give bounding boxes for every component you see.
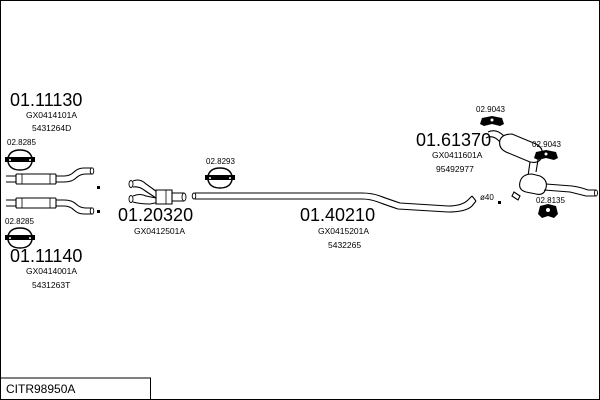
part-p5-number: 01.61370: [416, 130, 491, 150]
part-p2-ref1: GX0414001A: [26, 266, 77, 276]
intermediate-pipe: [191, 192, 477, 213]
part-p3-ref1: GX0412501A: [134, 226, 185, 236]
marker-dot: [498, 201, 501, 204]
front-pipe-upper: [6, 167, 100, 189]
clamp-c3: [205, 167, 235, 189]
clamp-c3-number: 02.8293: [206, 157, 235, 166]
clamp-c1: [5, 149, 35, 171]
diameter-label: ø40: [480, 193, 494, 202]
part-p1-ref1: GX0414101A: [26, 110, 77, 120]
clamp-c2-number: 02.8285: [5, 217, 34, 226]
clamp-c4-number: 02.9043: [476, 105, 505, 114]
diagram-title: CITR98950A: [6, 382, 75, 396]
clamp-c1-number: 02.8285: [7, 138, 36, 147]
rubber-mount-c5: [534, 150, 558, 160]
y-pipe: [128, 179, 187, 205]
part-p4-ref1: GX0415201A: [318, 226, 369, 236]
part-p5-ref1: GX0411601A: [432, 150, 483, 160]
part-p2-number: 01.11140: [10, 246, 82, 266]
clamp-c6-number: 02.8135: [536, 196, 565, 205]
clamp-c5-number: 02.9043: [532, 140, 561, 149]
rubber-mount-c4: [480, 116, 504, 126]
part-p1-number: 01.11130: [10, 90, 82, 110]
part-p4-number: 01.40210: [300, 205, 375, 225]
part-p4-ref2: 5432265: [328, 240, 361, 250]
rubber-mount-c6: [538, 204, 558, 218]
part-p3-number: 01.20320: [118, 205, 193, 225]
clamp-c2: [5, 227, 35, 249]
part-p5-ref2: 95492977: [436, 164, 474, 174]
part-p1-ref2: 5431264D: [32, 123, 71, 133]
part-p2-ref2: 5431263T: [32, 280, 70, 290]
front-pipe-lower: [6, 197, 100, 215]
